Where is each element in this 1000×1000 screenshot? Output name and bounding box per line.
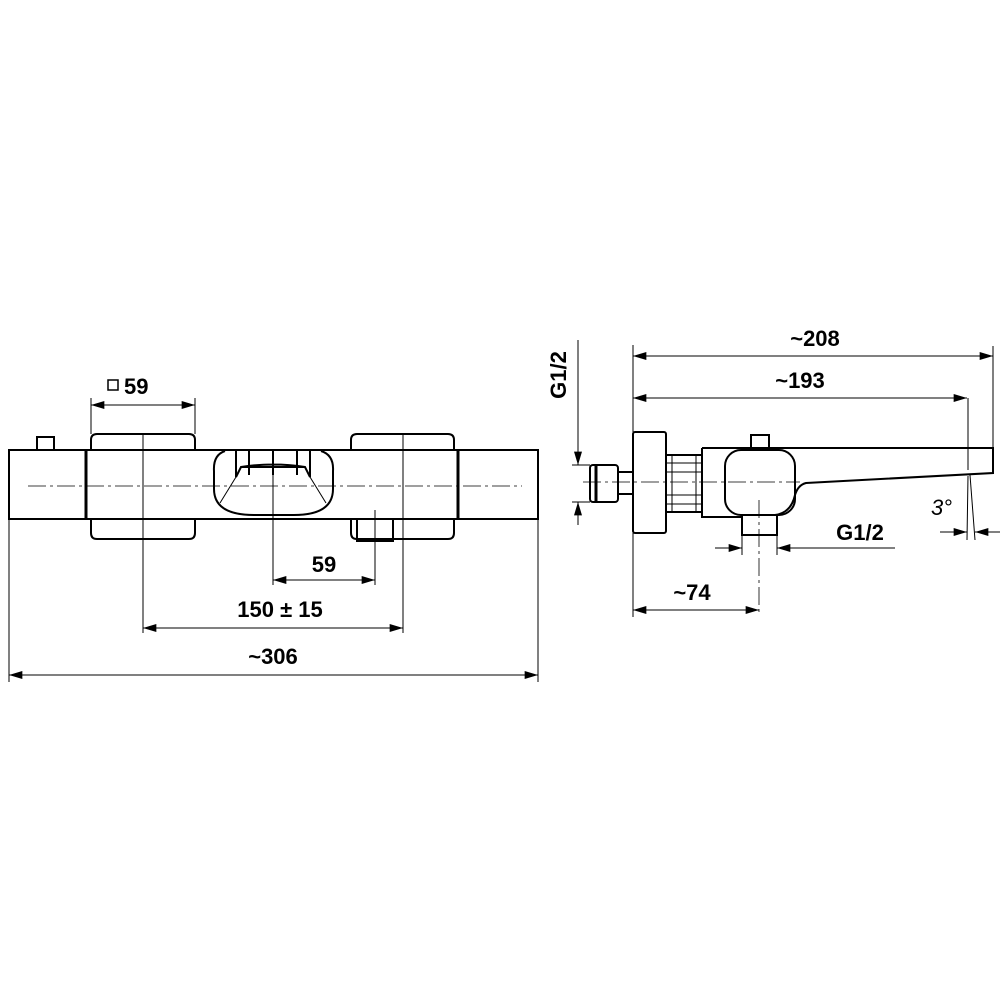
- dim-overall-projection: ~208: [790, 326, 840, 351]
- dim-outlet-thread: G1/2: [836, 520, 884, 545]
- wall-flange: [632, 431, 667, 534]
- inlet-fitting: [589, 464, 619, 503]
- top-pin: [36, 436, 55, 451]
- dim-spout-angle: 3°: [931, 495, 952, 520]
- front-view: 59 59 150 ± 15 ~306: [8, 374, 539, 682]
- dim-inlet-spacing: 150 ± 15: [237, 597, 322, 622]
- square-symbol-icon: [107, 379, 119, 391]
- dim-overall-length: ~306: [248, 644, 298, 669]
- side-view: ~208 ~193 3° G1/2 G1/2 ~74: [546, 326, 1000, 617]
- dim-spout-projection: ~193: [775, 368, 825, 393]
- handle: [724, 449, 796, 516]
- dim-knob-square: 59: [124, 374, 148, 399]
- nut: [665, 454, 703, 513]
- dim-wall-to-outlet: ~74: [673, 580, 711, 605]
- dim-outlet-spacing: 59: [312, 552, 336, 577]
- top-pin: [750, 434, 770, 449]
- dim-inlet-thread: G1/2: [546, 351, 571, 399]
- bottom-outlet: [741, 514, 778, 536]
